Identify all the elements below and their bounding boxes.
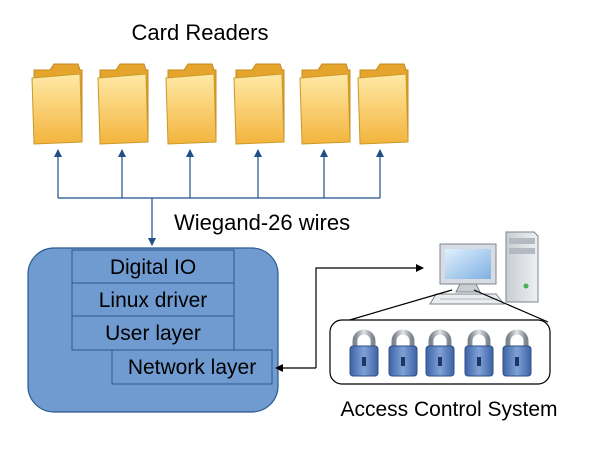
lock-icon: [388, 329, 418, 377]
card-reader-icon: [233, 63, 285, 145]
lock-icon: [349, 329, 379, 377]
wiegand-wires: [54, 149, 384, 246]
computer-icon: [429, 231, 539, 305]
card-reader-icon: [165, 63, 217, 145]
layer-user: [71, 315, 235, 351]
card-reader-icon: [357, 63, 409, 145]
layer-stack: Digital IO Linux driver User layer Netwo…: [71, 249, 273, 385]
network-link: [275, 264, 424, 372]
layer-label-digital-io: Digital IO: [110, 256, 196, 279]
layer-label-network: Network layer: [128, 356, 256, 379]
access-system-label: Access Control System: [340, 398, 557, 421]
callout-lines: [335, 289, 549, 325]
layer-label-linux-driver: Linux driver: [99, 289, 208, 312]
card-reader-group: [31, 63, 409, 145]
card-reader-icon: [97, 63, 149, 145]
card-reader-icon: [31, 63, 83, 145]
layer-label-user: User layer: [105, 322, 201, 345]
card-reader-icon: [299, 63, 351, 145]
layer-linux-driver: [71, 282, 235, 317]
wiegand-label: Wiegand-26 wires: [174, 210, 350, 235]
layer-network: [111, 349, 273, 385]
lock-group: [349, 329, 532, 377]
lock-icon: [425, 329, 455, 377]
card-readers-title: Card Readers: [132, 20, 269, 45]
layer-digital-io: [71, 249, 235, 284]
lock-icon: [502, 329, 532, 377]
lock-icon: [464, 329, 494, 377]
